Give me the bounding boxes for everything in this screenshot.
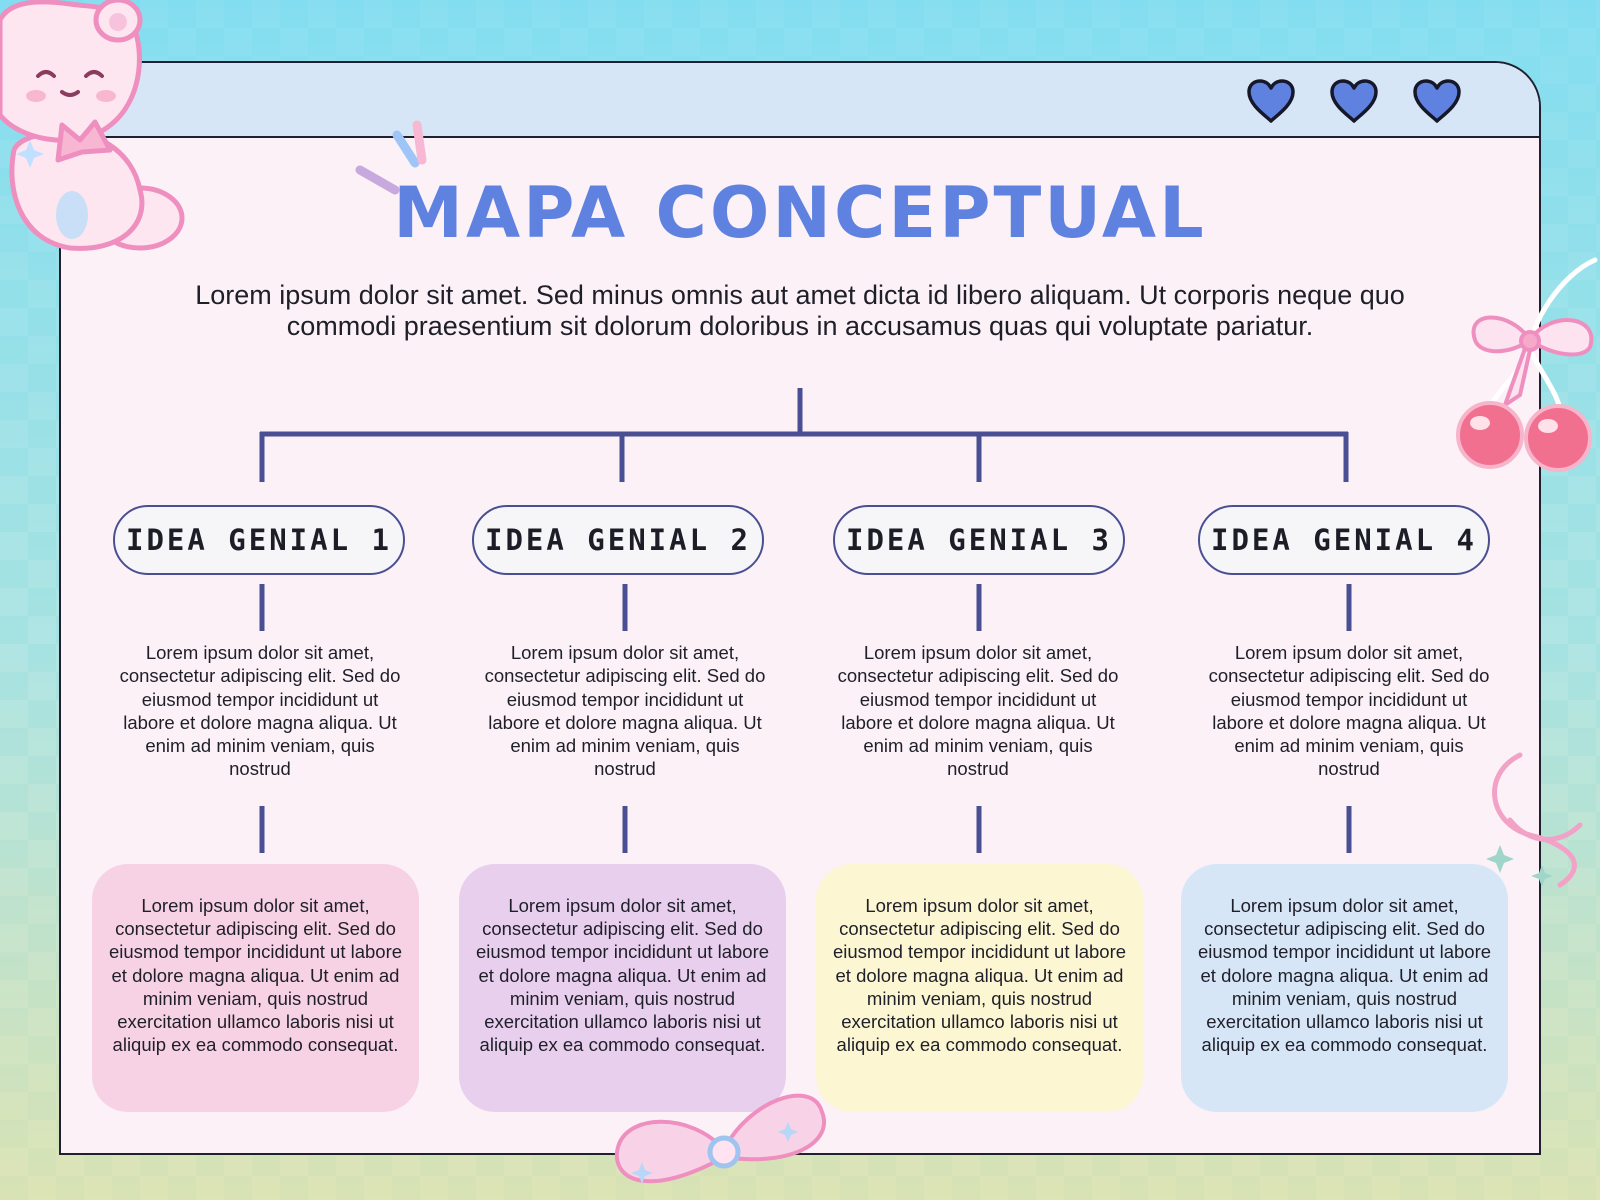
- idea-pill-1: IDEA GENIAL 1: [113, 505, 405, 575]
- intro-text: Lorem ipsum dolor sit amet. Sed minus om…: [195, 280, 1405, 341]
- idea-description-3: Lorem ipsum dolor sit amet, consectetur …: [837, 642, 1119, 780]
- idea-description-4: Lorem ipsum dolor sit amet, consectetur …: [1208, 642, 1490, 780]
- ribbon-swirl-icon: [1486, 752, 1583, 888]
- idea-pill-2: IDEA GENIAL 2: [472, 505, 764, 575]
- detail-box-4: Lorem ipsum dolor sit amet, consectetur …: [1181, 864, 1508, 1112]
- idea-pill-4: IDEA GENIAL 4: [1198, 505, 1490, 575]
- teddy-bear-icon: [0, 0, 185, 251]
- detail-box-2: Lorem ipsum dolor sit amet, consectetur …: [459, 864, 786, 1112]
- cherry-bow-icon: [1456, 257, 1598, 472]
- detail-box-1: Lorem ipsum dolor sit amet, consectetur …: [92, 864, 419, 1112]
- page-title: MAPA CONCEPTUAL: [393, 172, 1207, 254]
- heart-icon: [1247, 79, 1295, 123]
- detail-box-3: Lorem ipsum dolor sit amet, consectetur …: [816, 864, 1143, 1112]
- heart-icon: [1413, 79, 1461, 123]
- sparkle-strokes-icon: [355, 120, 427, 195]
- idea-pill-3: IDEA GENIAL 3: [833, 505, 1125, 575]
- ribbon-bow-icon: [614, 1093, 826, 1184]
- heart-icon: [1330, 79, 1378, 123]
- idea-description-2: Lorem ipsum dolor sit amet, consectetur …: [484, 642, 766, 780]
- window-titlebar: [61, 63, 1539, 138]
- idea-description-1: Lorem ipsum dolor sit amet, consectetur …: [119, 642, 401, 780]
